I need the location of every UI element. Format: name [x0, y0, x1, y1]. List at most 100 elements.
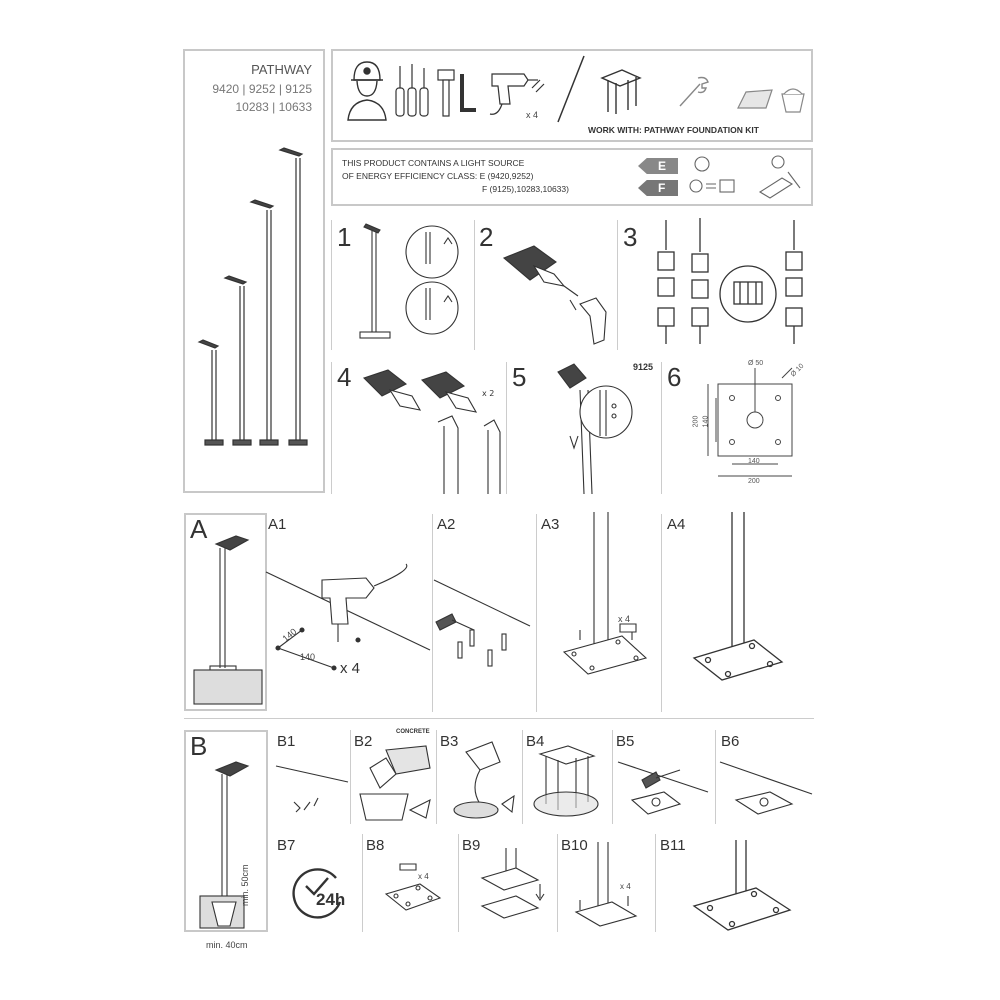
tools-panel — [331, 49, 813, 142]
step-4-number: 4 — [337, 362, 352, 392]
step-b6-label: B6 — [721, 733, 740, 750]
allen-key-icon — [460, 74, 476, 112]
concrete-label: CONCRETE — [396, 729, 430, 735]
pole-lineup-illustration — [197, 147, 308, 446]
step-b7-wait-clock — [292, 868, 342, 919]
section-b-pole-in-ground — [199, 761, 250, 929]
b8-qty: x 4 — [418, 872, 429, 881]
dim-outer-height: 200 — [692, 415, 700, 428]
dim-circle-top: Ø 50 — [748, 360, 764, 367]
step-a2-label: A2 — [437, 516, 456, 533]
step-b5-label: B5 — [616, 733, 635, 750]
product-codes-2: 10283 | 10633 — [235, 100, 312, 114]
min-depth-label: min. 50cm — [240, 864, 250, 906]
energy-badge-f: F — [638, 180, 678, 196]
b10-qty: x 4 — [620, 882, 631, 891]
section-separator — [184, 718, 814, 719]
step-5-illustration — [557, 363, 633, 495]
step-a1-label: A1 — [268, 516, 287, 533]
step-b10-fix-nuts — [574, 842, 638, 927]
divider-b9 — [458, 834, 459, 932]
divider-step-6 — [661, 362, 662, 494]
concrete-bag-icon — [737, 89, 773, 109]
step-b4-insert-kit — [533, 745, 599, 817]
step-b10-label: B10 — [561, 837, 588, 854]
step-b11-finished — [692, 840, 792, 931]
step-2-number: 2 — [479, 222, 494, 252]
divider-step-4 — [331, 362, 332, 494]
section-a-pole-on-base — [193, 535, 263, 705]
product-title: PATHWAY — [251, 62, 312, 77]
divider-a2 — [432, 514, 433, 712]
dim-inner-width: 140 — [748, 458, 760, 465]
step-b6-set — [719, 761, 813, 815]
bucket-icon — [781, 88, 805, 113]
step-b1-label: B1 — [277, 733, 296, 750]
step-a3-label: A3 — [541, 516, 560, 533]
step-3-wiring-illustration — [657, 218, 803, 344]
step-3-number: 3 — [623, 222, 638, 252]
control-gear-replace-icon — [758, 155, 801, 199]
step-b11-label: B11 — [660, 837, 686, 854]
step-a4-installed — [692, 512, 784, 681]
step-b3-fill-hole — [453, 741, 515, 819]
screw-qty: x 4 — [526, 110, 539, 120]
diagonal-separator — [557, 55, 585, 123]
divider-step-1 — [331, 220, 332, 350]
divider-b11 — [655, 834, 656, 932]
step-b7-label: B7 — [277, 837, 296, 854]
dim-inner-height: 140 — [702, 415, 710, 428]
section-b-overview — [184, 730, 268, 932]
step-2-illustration — [502, 245, 607, 345]
divider-b2 — [350, 730, 351, 824]
divider-b5 — [612, 730, 613, 824]
step-4-illustration: x 2 — [362, 369, 501, 494]
step-a1-drilling — [265, 563, 431, 671]
step-b3-label: B3 — [440, 733, 459, 750]
divider-b6 — [715, 730, 716, 824]
hammer-icon — [437, 69, 455, 117]
step-a3-pole-fix — [562, 512, 648, 675]
divider-b3 — [436, 730, 437, 824]
dim-outer-width: 200 — [748, 478, 760, 485]
step-6-number: 6 — [667, 362, 682, 392]
step-b5-level — [617, 761, 709, 815]
step-b1-dig — [275, 765, 349, 813]
installer-icon — [347, 61, 387, 121]
divider-step-3 — [617, 220, 618, 350]
product-panel — [183, 49, 325, 493]
step-b2-label: B2 — [354, 733, 373, 750]
step-b8-label: B8 — [366, 837, 385, 854]
step-1-illustration — [359, 223, 459, 339]
screwdrivers-icon — [395, 64, 429, 117]
step-5-model: 9125 — [633, 362, 654, 372]
section-b-letter: B — [190, 731, 208, 761]
step-b9-place-pole — [480, 848, 545, 919]
wait-24h: 24h — [316, 890, 346, 909]
energy-line-2: OF ENERGY EFFICIENCY CLASS: E (9420,9252… — [342, 171, 534, 181]
light-source-replace-icon — [689, 156, 735, 193]
foundation-kit-icon — [600, 69, 642, 114]
section-a-letter: A — [190, 514, 208, 544]
work-with-text: WORK WITH: PATHWAY FOUNDATION KIT — [588, 125, 759, 135]
step-b8-remove-nuts — [384, 863, 442, 911]
divider-a3 — [536, 514, 537, 712]
step-b9-label: B9 — [462, 837, 481, 854]
step-a4-label: A4 — [667, 516, 686, 533]
divider-b8 — [362, 834, 363, 932]
section-a-overview — [184, 513, 267, 711]
divider-b10 — [557, 834, 558, 932]
step-1-number: 1 — [337, 222, 352, 252]
min-width-label: min. 40cm — [206, 940, 248, 950]
step-b4-label: B4 — [526, 733, 545, 750]
step-a2-anchors — [433, 579, 531, 667]
energy-line-3: F (9125),10283,10633) — [482, 184, 569, 194]
product-codes-1: 9420 | 9252 | 9125 — [212, 82, 312, 96]
energy-line-1: THIS PRODUCT CONTAINS A LIGHT SOURCE — [342, 158, 525, 168]
wrench-icon — [679, 76, 709, 107]
divider-b4 — [522, 730, 523, 824]
a3-qty: x 4 — [618, 614, 631, 624]
divider-step-5 — [506, 362, 507, 494]
divider-step-2 — [474, 220, 475, 350]
step-5-number: 5 — [512, 362, 527, 392]
